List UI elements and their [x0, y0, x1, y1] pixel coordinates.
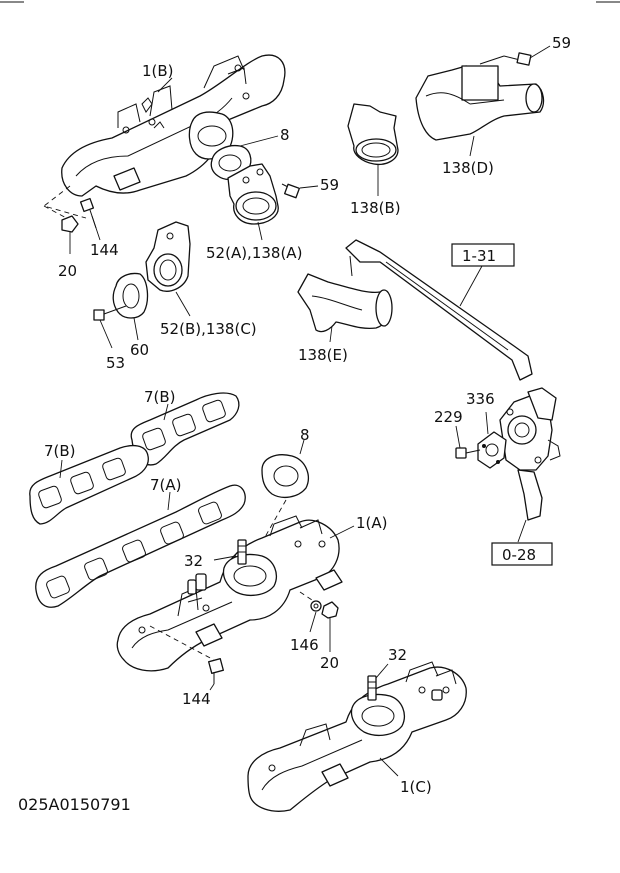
- leader-59-mid: [299, 185, 319, 189]
- gasket-60[interactable]: [112, 272, 149, 319]
- bolt-144-position-line: [149, 625, 215, 661]
- leader-138d: [469, 135, 475, 157]
- leader-53: [99, 319, 113, 349]
- leader-7a: [167, 491, 171, 511]
- leader-144-bottom: [209, 683, 215, 691]
- leader-7b-upper: [163, 403, 169, 421]
- callout-1a: 1(A): [356, 514, 388, 532]
- valve-assembly[interactable]: [499, 387, 561, 521]
- callout-146: 146: [290, 636, 319, 654]
- callout-8-top: 8: [280, 126, 290, 144]
- long-pipe-assembly[interactable]: [345, 239, 533, 381]
- leader-32-mid: [213, 555, 237, 561]
- callout-20-bottom: 20: [320, 654, 339, 672]
- callout-59-mid: 59: [320, 176, 339, 194]
- bolt-59-mid[interactable]: [281, 183, 300, 199]
- bolt-53[interactable]: [93, 305, 127, 321]
- callout-1b: 1(B): [142, 62, 174, 80]
- flange-336[interactable]: [477, 431, 507, 469]
- callout-52a-138a: 52(A),138(A): [206, 244, 302, 262]
- callout-0-28: 0-28: [502, 546, 536, 564]
- callout-32-mid: 32: [184, 552, 203, 570]
- callout-1-31: 1-31: [462, 247, 496, 265]
- exhaust-pipe-138d[interactable]: [415, 65, 545, 141]
- callout-59-top: 59: [552, 34, 571, 52]
- callout-138d: 138(D): [442, 159, 494, 177]
- callout-144-bottom: 144: [182, 690, 211, 708]
- callout-138e: 138(E): [298, 346, 348, 364]
- callout-53: 53: [106, 354, 125, 372]
- leader-60: [133, 317, 139, 341]
- drawing-code: 025A0150791: [18, 795, 131, 814]
- callout-7b-upper: 7(B): [144, 388, 176, 406]
- callout-20-top: 20: [58, 262, 77, 280]
- leader-1a: [329, 525, 355, 539]
- leader-146: [309, 611, 317, 633]
- callout-32-bottom: 32: [388, 646, 407, 664]
- bolt-144-bottom[interactable]: [208, 658, 224, 684]
- callout-144-top: 144: [90, 241, 119, 259]
- callout-8-bottom: 8: [300, 426, 310, 444]
- leader-0-28: [517, 519, 527, 543]
- exhaust-manifold-1c[interactable]: [247, 661, 467, 812]
- leader-7b-left: [59, 459, 63, 479]
- exhaust-pipe-138b[interactable]: [347, 103, 399, 166]
- leader-336: [485, 411, 489, 435]
- callout-52b-138c: 52(B),138(C): [160, 320, 257, 338]
- leader-1-31: [459, 265, 483, 307]
- nut-20-bottom[interactable]: [321, 601, 339, 619]
- callout-box-0-28: [491, 542, 553, 566]
- leader-52a: [257, 221, 263, 241]
- washer-146[interactable]: [310, 600, 322, 612]
- leader-52b: [175, 291, 191, 317]
- leader-32-bottom: [375, 663, 389, 679]
- leader-138e: [329, 325, 333, 343]
- callout-7b-left: 7(B): [44, 442, 76, 460]
- fastener-group-top-left: [43, 185, 101, 254]
- leader-8-bottom: [299, 439, 305, 455]
- callout-1c: 1(C): [400, 778, 432, 796]
- stud-32-bottom[interactable]: [367, 675, 377, 701]
- stud-32-mid[interactable]: [237, 539, 247, 565]
- manifold-gasket-7b-left[interactable]: [29, 444, 149, 525]
- exhaust-adapter-52a-138a[interactable]: [227, 163, 279, 225]
- bolt-229[interactable]: [455, 447, 481, 459]
- callout-229: 229: [434, 408, 463, 426]
- exhaust-adapter-52b-138c[interactable]: [145, 221, 191, 292]
- bolt-59-top[interactable]: [479, 52, 532, 66]
- leader-59-top: [529, 45, 551, 59]
- leader-1b: [157, 77, 173, 93]
- callout-box-1-31: [451, 243, 515, 267]
- callout-7a: 7(A): [150, 476, 182, 494]
- leader-229: [455, 425, 461, 449]
- callout-60: 60: [130, 341, 149, 359]
- flange-gasket-8-bottom[interactable]: [261, 454, 309, 499]
- exhaust-elbow-138e[interactable]: [297, 273, 393, 333]
- leader-1c: [379, 757, 399, 777]
- leader-8-top: [239, 135, 279, 147]
- callout-336: 336: [466, 390, 495, 408]
- manifold-gasket-7a[interactable]: [35, 484, 246, 608]
- exhaust-manifold-1a[interactable]: [116, 515, 343, 672]
- manifold-gasket-7b-upper[interactable]: [130, 392, 240, 466]
- callout-138b: 138(B): [350, 199, 401, 217]
